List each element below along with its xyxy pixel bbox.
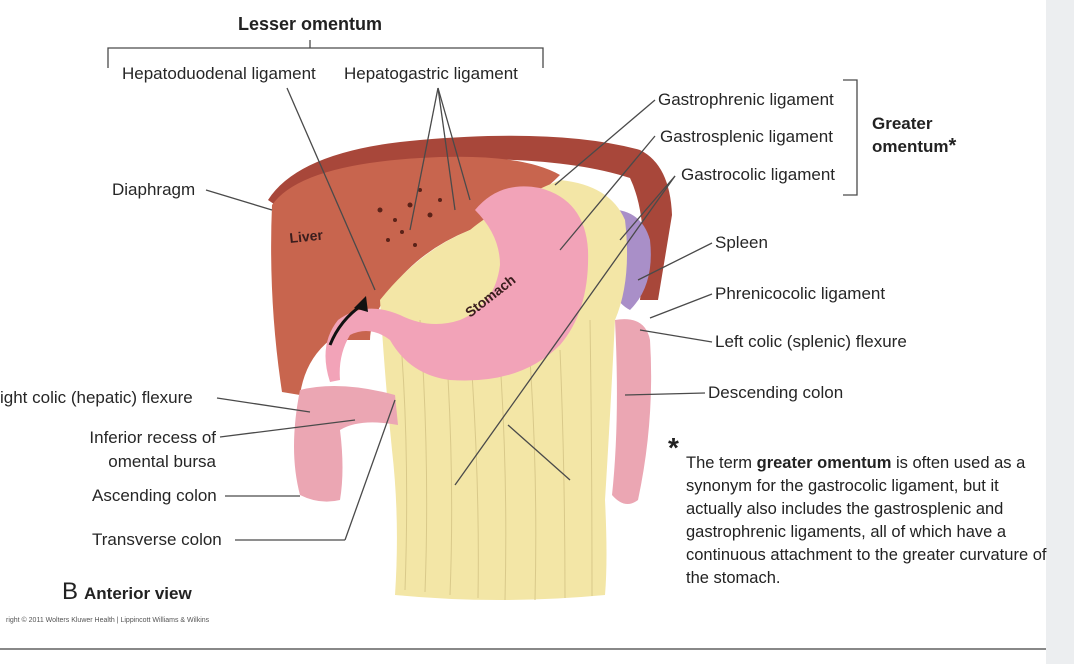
left-colic-flexure-label: Left colic (splenic) flexure — [715, 332, 907, 351]
bursa-arrow-head — [354, 296, 368, 312]
phrenicocolic-ligament-label: Phrenicocolic ligament — [715, 284, 886, 303]
gastrocolic-ligament-label: Gastrocolic ligament — [681, 165, 836, 184]
ascending-colon-label: Ascending colon — [92, 486, 217, 505]
transverse-colon-label: Transverse colon — [92, 530, 222, 549]
diaphragm-shape — [268, 135, 672, 300]
lesser-omentum-title: Lesser omentum — [238, 14, 383, 34]
stomach-shape — [325, 186, 589, 382]
right-gutter — [1046, 0, 1074, 664]
liver-label: Liver — [289, 227, 324, 246]
footnote-post: is often used as a synonym for the gastr… — [686, 454, 1047, 587]
view-caption: B Anterior view — [62, 578, 192, 606]
lesser-omentum-bracket — [107, 47, 544, 68]
view-letter: B — [62, 578, 79, 605]
right-colon-shape — [294, 386, 398, 502]
spleen-label: Spleen — [715, 233, 768, 252]
diaphragm-label: Diaphragm — [112, 180, 196, 199]
greater-omentum-asterisk: * — [948, 135, 957, 157]
gastrosplenic-ligament-label: Gastrosplenic ligament — [660, 127, 833, 146]
footnote-bold-term: greater omentum — [756, 454, 892, 472]
footnote-pre: The term — [686, 454, 757, 472]
view-label: Anterior view — [84, 584, 192, 603]
inferior-recess-label-line1: Inferior recess of — [89, 428, 216, 447]
greater-omentum-title: Greater omentum* — [872, 112, 956, 158]
omentum-fibres — [399, 319, 593, 601]
descending-colon-label: Descending colon — [708, 383, 844, 402]
greater-omentum-line2: omentum — [872, 137, 949, 156]
gastrophrenic-ligament-label: Gastrophrenic ligament — [658, 90, 834, 109]
footnote-asterisk: * — [668, 432, 679, 463]
hepatoduodenal-ligament-label: Hepatoduodenal ligament — [122, 64, 316, 83]
liver-speckles — [377, 188, 442, 247]
inferior-recess-label-line2: omental bursa — [108, 452, 216, 471]
right-colic-flexure-label: ight colic (hepatic) flexure — [0, 388, 193, 407]
footnote-text: The term greater omentum is often used a… — [686, 452, 1056, 590]
anatomy-illustration: Liver Stomach — [107, 40, 858, 601]
leader-lines — [107, 40, 858, 541]
hepatogastric-ligament-label: Hepatogastric ligament — [344, 64, 518, 83]
copyright-line: right © 2011 Wolters Kluwer Health | Lip… — [6, 617, 210, 624]
greater-omentum-bracket — [843, 79, 858, 196]
greater-omentum-line1: Greater — [872, 114, 933, 133]
left-colon-shape — [612, 319, 652, 504]
